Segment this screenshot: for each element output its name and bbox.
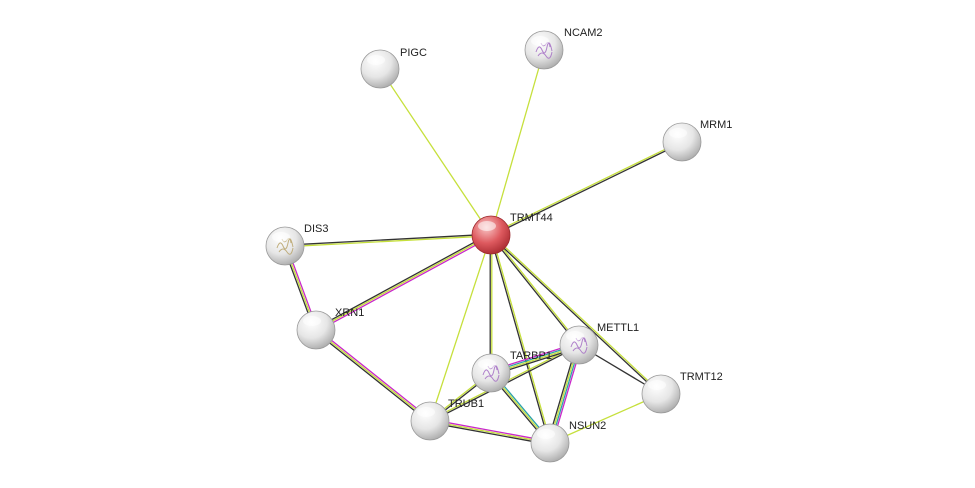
edge-evidence-experiments	[316, 328, 432, 421]
node-label-trmt44: TRMT44	[510, 212, 553, 224]
edge-evidence-textmining	[429, 420, 551, 444]
node-trmt12[interactable]: TRMT12	[641, 371, 723, 414]
edge-evidence-textmining	[315, 234, 492, 331]
node-pigc[interactable]: PIGC	[360, 47, 427, 89]
node-highlight	[669, 128, 687, 138]
node-highlight	[648, 380, 666, 390]
edge-evidence-textmining	[490, 49, 545, 236]
edge-evidence-textmining	[491, 234, 581, 345]
edge-evidence-coexpression	[490, 235, 661, 396]
node-highlight	[417, 407, 435, 417]
node-highlight	[272, 232, 290, 242]
edge-trmt44-nsun2	[489, 234, 552, 444]
node-dis3[interactable]: DIS3	[265, 223, 328, 266]
edge-evidence-coexpression	[314, 330, 430, 423]
node-nsun2[interactable]: NSUN2	[530, 420, 606, 463]
node-trmt44[interactable]: TRMT44	[471, 212, 553, 255]
node-xrn1[interactable]: XRN1	[296, 307, 364, 350]
node-label-mrm1: MRM1	[700, 119, 732, 131]
edge-evidence-textmining	[429, 234, 492, 422]
node-label-ncam2: NCAM2	[564, 27, 603, 39]
edge-evidence-textmining	[315, 329, 431, 422]
node-label-dis3: DIS3	[304, 223, 328, 235]
node-highlight	[303, 316, 321, 326]
node-label-mettl1: METTL1	[597, 322, 639, 334]
node-highlight	[478, 221, 496, 231]
edge-evidence-coexpression	[489, 235, 550, 444]
edge-xrn1-trub1	[314, 328, 432, 423]
edge-evidence-textmining	[379, 68, 492, 236]
edge-evidence-textmining	[491, 233, 662, 394]
node-highlight	[566, 331, 584, 341]
edge-evidence-coexpression	[489, 235, 579, 346]
edge-evidence-textmining	[285, 235, 492, 248]
edge-trmt44-mettl1	[489, 234, 581, 346]
edge-trmt44-tarbp1	[489, 235, 493, 373]
nodes-layer: TRMT44 PIGC NCAM2MRM1DIS3XRN1METTL1TARBP1T…	[265, 27, 732, 463]
edge-evidence-coexpression	[491, 142, 683, 237]
edge-trmt44-dis3	[284, 233, 492, 248]
edge-trub1-nsun2	[429, 418, 551, 446]
edge-trmt44-trub1	[429, 234, 492, 422]
node-label-pigc: PIGC	[400, 47, 427, 59]
node-label-xrn1: XRN1	[335, 307, 364, 319]
node-label-tarbp1: TARBP1	[510, 350, 552, 362]
edge-trmt44-trmt12	[490, 233, 662, 396]
edge-trmt44-mrm1	[490, 140, 683, 237]
node-highlight	[478, 359, 496, 369]
edge-evidence-experiments	[316, 235, 493, 332]
edge-evidence-experiments	[430, 418, 551, 443]
node-highlight	[537, 429, 555, 439]
node-highlight	[367, 55, 385, 65]
edge-evidence-textmining	[549, 393, 662, 444]
node-highlight	[531, 36, 549, 46]
node-mettl1[interactable]: METTL1	[559, 322, 639, 365]
edge-evidence-coexpression	[284, 233, 491, 246]
edge-trmt44-ncam2	[490, 49, 545, 236]
node-ncam2[interactable]: NCAM2	[524, 27, 603, 70]
node-label-trmt12: TRMT12	[680, 371, 723, 383]
edge-evidence-textmining	[490, 140, 682, 235]
node-label-nsun2: NSUN2	[569, 420, 606, 432]
edge-evidence-coexpression	[314, 233, 491, 330]
edge-trmt44-xrn1	[314, 233, 493, 332]
node-mrm1[interactable]: MRM1	[662, 119, 732, 162]
node-label-trub1: TRUB1	[448, 398, 484, 410]
edge-evidence-coexpression	[429, 421, 550, 446]
edge-evidence-textmining	[491, 234, 552, 443]
edge-trmt44-pigc	[379, 68, 492, 236]
node-trub1[interactable]: TRUB1	[410, 398, 484, 441]
edge-nsun2-trmt12	[549, 393, 662, 444]
node-tarbp1[interactable]: TARBP1	[471, 350, 552, 393]
